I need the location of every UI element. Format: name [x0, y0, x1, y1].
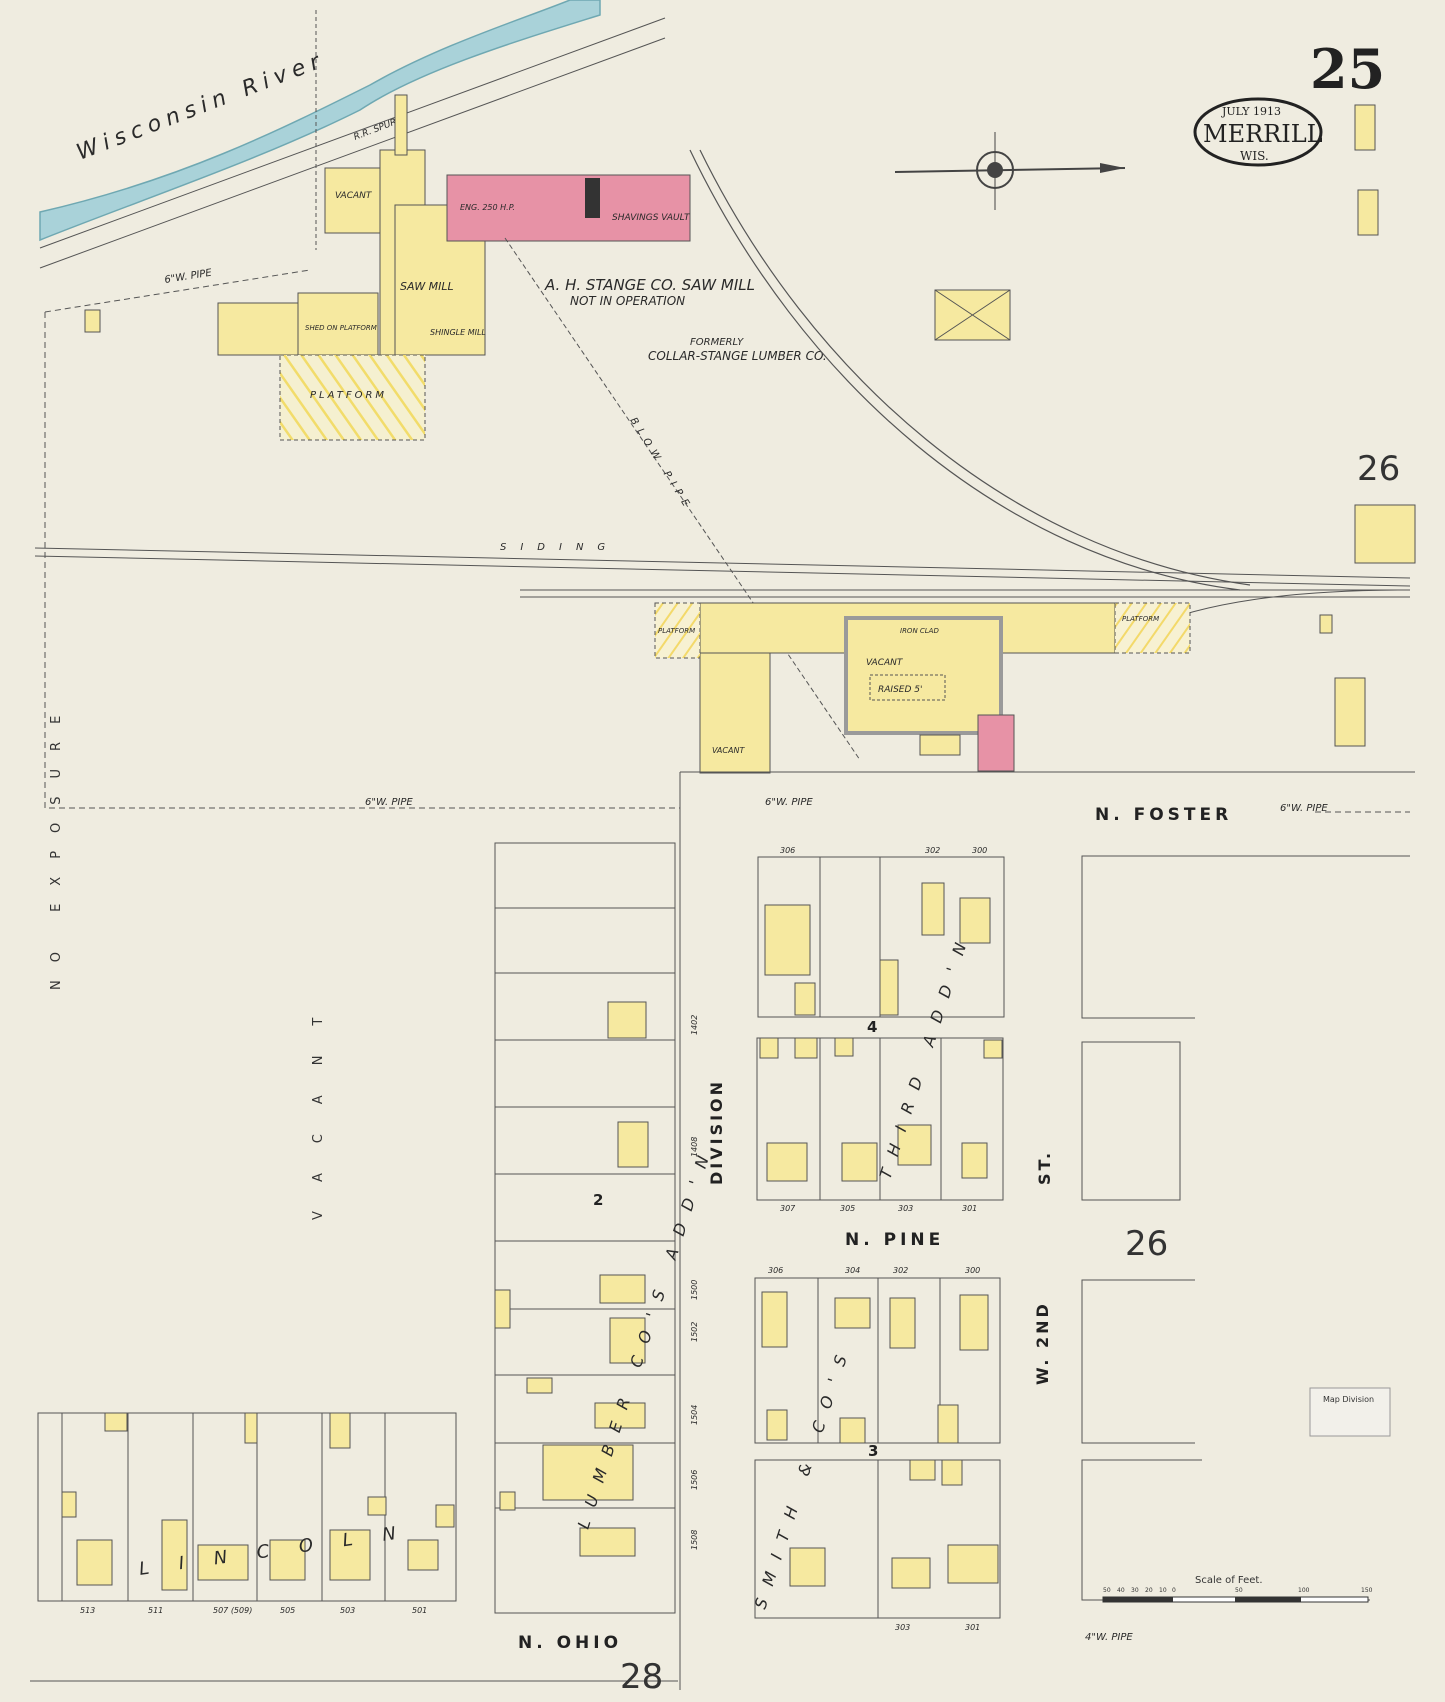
siding-label: SIDING [500, 542, 619, 553]
warehouse-vacant-2-label: VACANT [712, 746, 745, 755]
scale-of-feet: Scale of Feet. 50 40 30 20 10 0 50 100 1… [1102, 1575, 1373, 1603]
division-num: 1402 [690, 1015, 699, 1035]
saw-mill-label: SAW MILL [400, 280, 454, 293]
svg-text:150: 150 [1361, 1587, 1373, 1594]
svg-text:40: 40 [1117, 1587, 1125, 1594]
lot-num: 301 [965, 1623, 980, 1632]
lumber-addn-block [494, 842, 676, 1614]
lot-num: 306 [768, 1266, 783, 1275]
warehouse-vacant-label: VACANT [866, 658, 904, 668]
mill-status: NOT IN OPERATION [570, 294, 685, 308]
w-pipe-label-5: 4"W. PIPE [1085, 1632, 1133, 1643]
svg-text:0: 0 [1172, 1587, 1176, 1594]
division-num: 1500 [690, 1280, 699, 1300]
lot-num: 302 [925, 846, 940, 855]
street-w-2nd: W. 2ND [1033, 1301, 1052, 1385]
platform-label: PLATFORM [310, 390, 387, 401]
lot-num: 300 [965, 1266, 980, 1275]
former-name: COLLAR-STANGE LUMBER CO. [648, 349, 827, 363]
lot-num: 303 [898, 1204, 913, 1213]
formerly-label: FORMERLY [690, 337, 744, 348]
block-number-4: 4 [867, 1018, 877, 1036]
svg-text:100: 100 [1298, 1587, 1310, 1594]
vacant-land-label: VACANT [311, 988, 326, 1220]
shingle-mill-label: SHINGLE MILL [430, 328, 486, 337]
iron-clad-label: IRON CLAD [900, 627, 939, 635]
title-cartouche [1193, 97, 1323, 167]
scale-label: Scale of Feet. [1195, 1575, 1263, 1586]
sheet-date: JULY 1913 [1221, 105, 1281, 118]
blow-pipe-label: BLOW PIPE [627, 416, 694, 514]
street-st: ST. [1035, 1150, 1054, 1185]
property-boundary [44, 269, 1410, 813]
block-number-3: 3 [868, 1442, 878, 1460]
platform-label-2: PLATFORM [658, 627, 695, 635]
vacant-warehouse: VACANT RAISED 5' IRON CLAD PLATFORM PLAT… [654, 602, 1191, 774]
svg-text:50: 50 [1103, 1587, 1111, 1594]
division-num: 1408 [690, 1137, 699, 1157]
w-pipe-label-4: 6"W. PIPE [1280, 803, 1328, 814]
lot-num: 306 [780, 846, 795, 855]
w-pipe-label-1: 6"W. PIPE [164, 268, 214, 286]
svg-text:50: 50 [1235, 1587, 1243, 1594]
lot-num: 501 [412, 1606, 427, 1615]
lot-num: 304 [845, 1266, 860, 1275]
lot-num: 503 [340, 1606, 355, 1615]
shavings-vault-label: SHAVINGS VAULT [612, 213, 691, 223]
adjoining-sheet-26-b: 26 [1125, 1224, 1168, 1264]
street-n-ohio: N. OHIO [518, 1633, 622, 1653]
division-num: 1506 [690, 1470, 699, 1490]
platform-label-3: PLATFORM [1122, 615, 1159, 623]
mill-title: A. H. STANGE CO. SAW MILL [544, 276, 755, 294]
svg-text:20: 20 [1145, 1587, 1153, 1594]
lot-num: 303 [895, 1623, 910, 1632]
sheet-number: 25 [1310, 37, 1385, 101]
svg-text:30: 30 [1131, 1587, 1139, 1594]
lot-num: 307 [780, 1204, 796, 1213]
w-pipe-label-3: 6"W. PIPE [765, 797, 813, 808]
adjoining-sheet-26-a: 26 [1357, 449, 1400, 489]
street-n-pine: N. PINE [845, 1230, 944, 1250]
vacant-label: VACANT [335, 191, 373, 201]
saw-mill-complex: VACANT SAW MILL SHINGLE MILL SHED ON PLA… [217, 94, 691, 441]
lot-num: 513 [80, 1606, 95, 1615]
lot-num: 302 [893, 1266, 908, 1275]
adjoining-sheet-28: 28 [620, 1657, 663, 1697]
sheet-city: MERRILL [1203, 120, 1323, 148]
no-exposure-label: NO EXPOSURE [49, 698, 64, 990]
river-label: Wisconsin River [73, 48, 329, 166]
street-n-foster: N. FOSTER [1095, 805, 1232, 825]
svg-text:10: 10 [1159, 1587, 1167, 1594]
sheet-state: WIS. [1240, 149, 1269, 163]
wisconsin-river [39, 0, 601, 242]
north-arrow-icon [894, 132, 1126, 210]
division-num: 1504 [690, 1405, 699, 1425]
warehouse-raised-label: RAISED 5' [878, 685, 922, 695]
lot-num: 507 (509) [213, 1606, 252, 1615]
shed-label: SHED ON PLATFORM [305, 324, 377, 332]
division-num: 1508 [690, 1530, 699, 1550]
lot-num: 301 [962, 1204, 977, 1213]
street-division: DIVISION [707, 1079, 726, 1185]
division-num: 1502 [690, 1322, 699, 1342]
lot-num: 300 [972, 846, 987, 855]
map-division-stamp: Map Division [1323, 1395, 1374, 1404]
block-number-2: 2 [593, 1191, 603, 1209]
lot-num: 505 [280, 1606, 295, 1615]
lot-num: 305 [840, 1204, 855, 1213]
engine-label: ENG. 250 H.P. [460, 203, 515, 212]
lot-num: 511 [148, 1606, 163, 1615]
w-pipe-label-2: 6"W. PIPE [365, 797, 413, 808]
